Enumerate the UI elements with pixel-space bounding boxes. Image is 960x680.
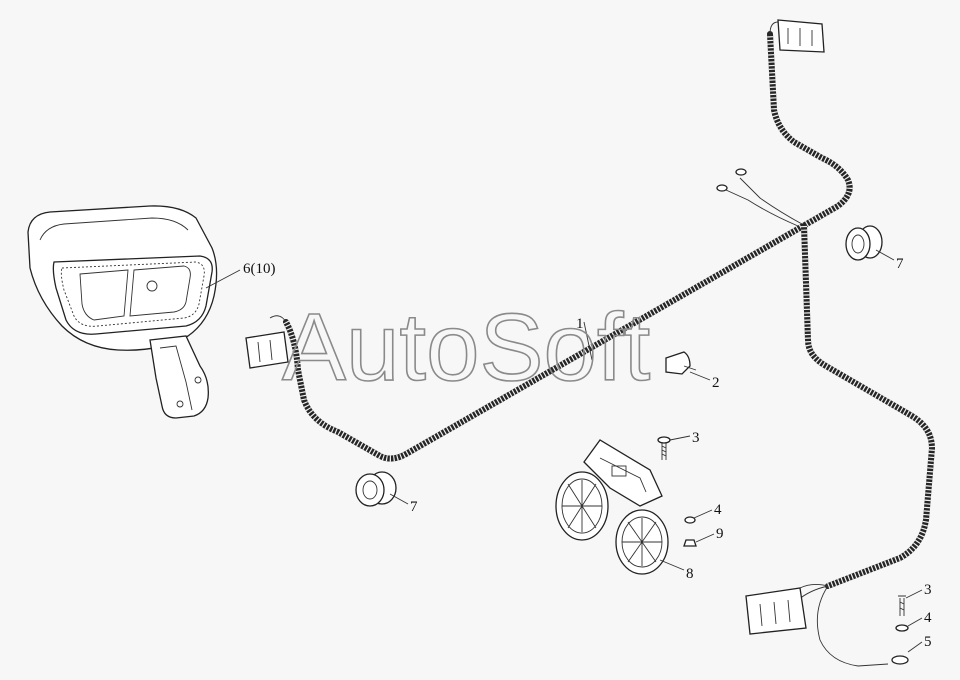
callout-nut-horn: 9 xyxy=(716,526,724,542)
horn-fasteners xyxy=(657,435,715,547)
ground-fasteners xyxy=(895,589,923,653)
callout-harness: 1 xyxy=(576,316,584,332)
callout-lug-ground: 5 xyxy=(924,634,932,650)
callout-grommet-right: 7 xyxy=(896,256,904,272)
wiring-harness xyxy=(245,19,935,667)
callout-bolt-ground: 3 xyxy=(924,582,932,598)
grommet-left xyxy=(355,471,409,507)
callout-washer-horn: 4 xyxy=(714,502,722,518)
callout-headlamp: 6(10) xyxy=(243,261,276,277)
callout-washer-ground: 4 xyxy=(924,610,932,626)
headlamp xyxy=(27,205,241,419)
watermark: AutoSoft xyxy=(282,294,650,401)
callout-bolt-horn: 3 xyxy=(692,430,700,446)
callout-switch: 2 xyxy=(712,375,720,391)
switch xyxy=(665,351,711,381)
horn-assembly xyxy=(555,439,685,575)
callout-grommet-left: 7 xyxy=(410,499,418,515)
grommet-right xyxy=(845,225,895,261)
callout-horn: 8 xyxy=(686,566,694,582)
